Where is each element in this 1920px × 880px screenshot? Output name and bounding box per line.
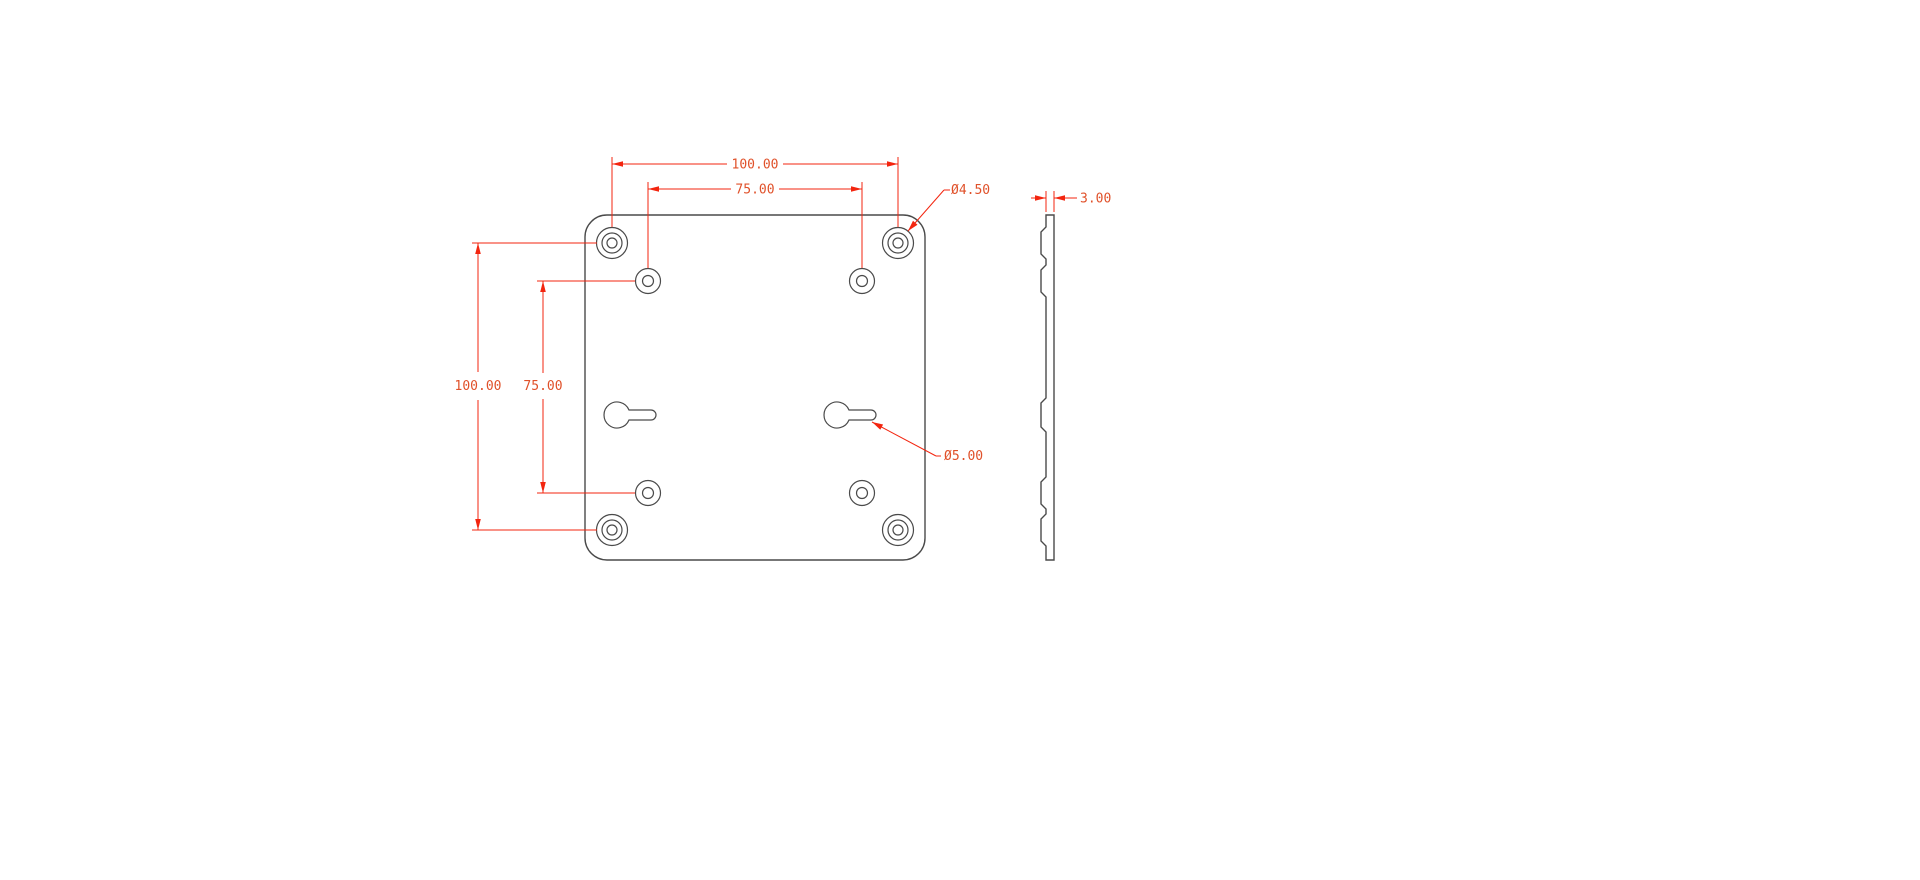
keyhole-slot-left [603, 401, 657, 429]
corner-hole-top-right [881, 226, 915, 260]
dimension-height-inner: 75.00 [521, 280, 635, 494]
callout-corner-hole-label: Ø4.50 [951, 183, 990, 198]
inner-hole-top-right [848, 267, 876, 295]
keyhole-slot-right [823, 401, 877, 429]
dim-height-inner-label: 75.00 [523, 379, 562, 394]
dim-thickness-label: 3.00 [1080, 192, 1111, 207]
dimension-thickness: 3.00 [1031, 191, 1111, 212]
inner-hole-bottom-left [634, 479, 662, 507]
dimension-width-inner: 75.00 [647, 182, 863, 268]
side-view [1040, 214, 1055, 561]
dim-height-outer-label: 100.00 [455, 379, 502, 394]
plate-outline [584, 214, 926, 561]
dim-width-inner-label: 75.00 [735, 183, 774, 198]
inner-hole-bottom-right [848, 479, 876, 507]
callout-keyhole-label: Ø5.00 [944, 449, 983, 464]
callout-corner-hole: Ø4.50 [907, 183, 990, 232]
side-profile [1040, 214, 1055, 561]
dimension-width-outer: 100.00 [611, 157, 899, 227]
inner-hole-top-left [634, 267, 662, 295]
corner-hole-bottom-right [881, 513, 915, 547]
dim-width-outer-label: 100.00 [732, 158, 779, 173]
callout-keyhole: Ø5.00 [871, 421, 983, 464]
dimension-height-outer: 100.00 [453, 242, 597, 531]
front-view [584, 214, 926, 561]
